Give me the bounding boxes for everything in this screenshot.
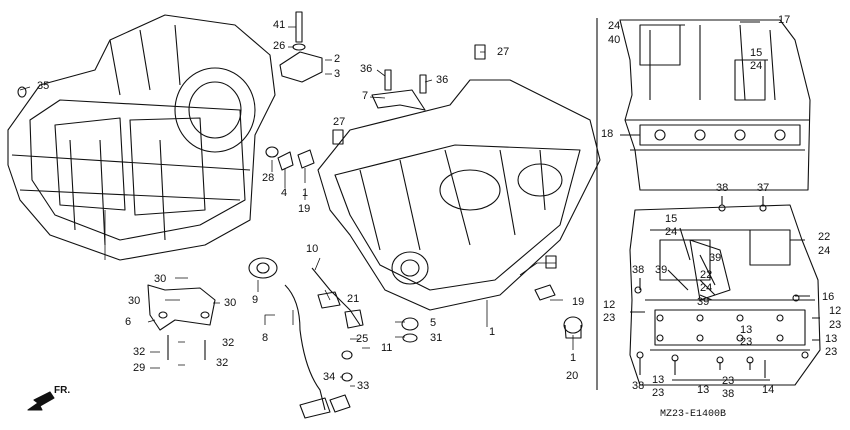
callout: 41 (273, 19, 286, 31)
callout: 37 (757, 182, 770, 194)
callout: 34 (323, 371, 336, 383)
callout: 31 (430, 332, 443, 344)
callout: 15 (750, 47, 763, 59)
callout: 2 (334, 53, 341, 65)
callout: 12 (829, 305, 842, 317)
callout: 36 (436, 74, 449, 86)
callout: 19 (298, 203, 311, 215)
callout: 4 (281, 187, 288, 199)
callout: 6 (125, 316, 132, 328)
callout: 13 (740, 324, 753, 336)
callout: 27 (333, 116, 346, 128)
callout: 23 (603, 312, 616, 324)
callout: 30 (154, 273, 167, 285)
callout: 38 (716, 182, 729, 194)
callout: 22 (818, 231, 831, 243)
callout: 32 (133, 346, 146, 358)
callout: 1 (302, 187, 309, 199)
callout: 13 (652, 374, 665, 386)
callout: 29 (133, 362, 146, 374)
front-direction-label: FR. (54, 385, 71, 396)
callout: 27 (497, 46, 510, 58)
callout: 23 (829, 319, 842, 331)
callout: 36 (360, 63, 373, 75)
callout: 8 (262, 332, 269, 344)
callout: 23 (825, 346, 838, 358)
callout: 39 (709, 252, 722, 264)
callout: 16 (822, 291, 835, 303)
callout: 1 (489, 326, 496, 338)
callout: 30 (224, 297, 237, 309)
callout: 38 (632, 380, 645, 392)
callout: 39 (697, 296, 710, 308)
callout: 17 (778, 14, 791, 26)
small-parts-drawing (17, 11, 427, 419)
callout: 23 (652, 387, 665, 399)
callout: 26 (273, 40, 286, 52)
callout: 28 (262, 172, 275, 184)
callout: 1 (570, 352, 577, 364)
callout: 24 (818, 245, 831, 257)
callout: 30 (128, 295, 141, 307)
callout: 33 (357, 380, 370, 392)
diagram-code: MZ23-E1400B (660, 409, 727, 420)
front-arrow (27, 391, 55, 411)
callout: 19 (572, 296, 585, 308)
callout: 22 (700, 269, 713, 281)
callout: 5 (430, 317, 437, 329)
upper-crankcase-drawing (7, 14, 276, 261)
callout: 13 (697, 384, 710, 396)
callout: 24 (608, 20, 621, 32)
callout: 38 (722, 388, 735, 400)
right-panel-drawing (596, 18, 821, 390)
callout: 38 (632, 264, 645, 276)
callout: 39 (655, 264, 668, 276)
lower-crankcase-drawing (317, 44, 601, 339)
callout: 24 (665, 226, 678, 238)
callout: 21 (347, 293, 360, 305)
callout: 24 (700, 282, 713, 294)
callout: 23 (722, 375, 735, 387)
callout: 25 (356, 333, 369, 345)
callout: 23 (740, 336, 753, 348)
callout: 11 (381, 342, 393, 354)
callout: 13 (825, 333, 838, 345)
leader-lines (19, 26, 574, 387)
callout: 14 (762, 384, 775, 396)
callout: 15 (665, 213, 678, 225)
callout: 24 (750, 60, 763, 72)
callout: 12 (603, 299, 616, 311)
callout: 3 (334, 68, 341, 80)
callout: 9 (252, 294, 259, 306)
callout: 7 (362, 90, 369, 102)
callout: 20 (566, 370, 579, 382)
callout: 32 (216, 357, 229, 369)
callout: 35 (37, 80, 50, 92)
callout: 18 (601, 128, 614, 140)
callout: 10 (306, 243, 319, 255)
callout: 32 (222, 337, 235, 349)
callout: 40 (608, 34, 621, 46)
